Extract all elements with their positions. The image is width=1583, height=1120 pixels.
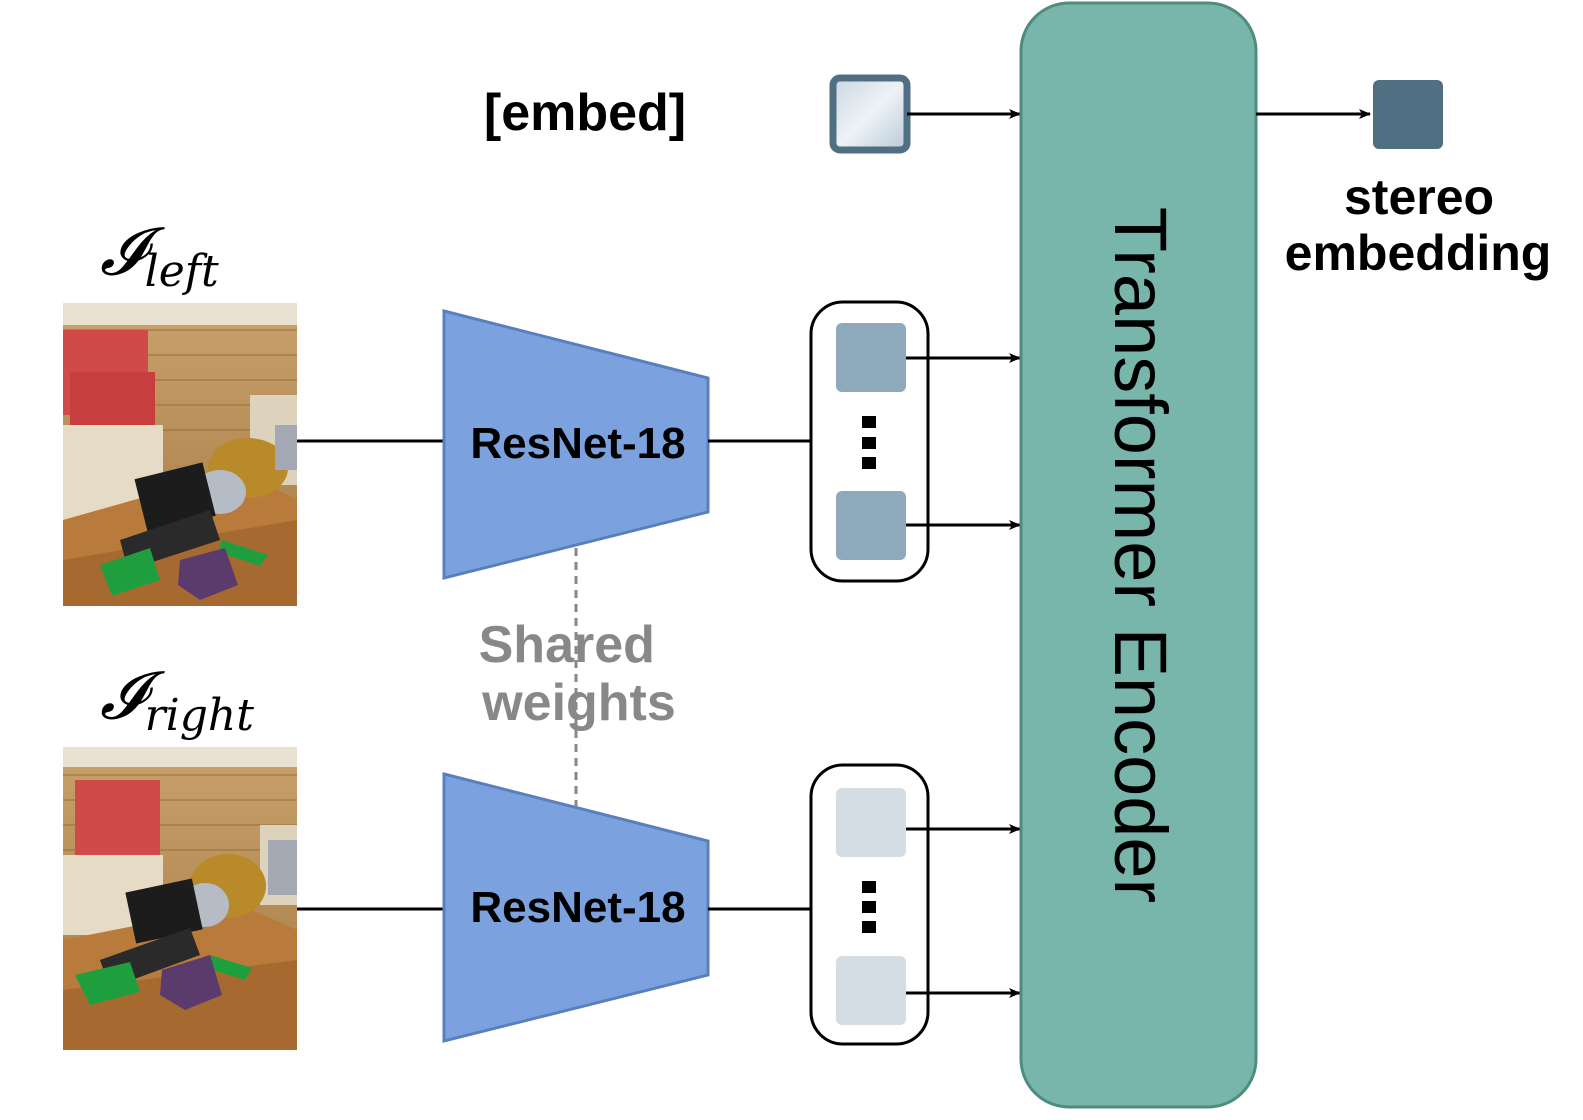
embed-token xyxy=(829,74,911,154)
left-camera-image xyxy=(63,303,297,606)
backbone-bottom xyxy=(442,772,710,1043)
left-image-label: 𝓘left xyxy=(100,213,219,297)
backbone-bottom-label: ResNet-18 xyxy=(470,883,685,932)
shared-weights-label: Shared weights xyxy=(479,616,676,732)
right-token-first xyxy=(836,788,906,857)
stereo-embedding-token xyxy=(1373,80,1443,149)
right-camera-image xyxy=(63,747,297,1050)
left-token-ellipsis xyxy=(862,416,876,469)
backbone-top xyxy=(442,309,710,580)
left-token-last xyxy=(836,491,906,560)
embed-token-label: [embed] xyxy=(484,84,686,142)
transformer-encoder-block xyxy=(1019,1,1258,1109)
stereo-embedding-label: stereo embedding xyxy=(1285,169,1552,281)
right-token-last xyxy=(836,956,906,1025)
left-token-group xyxy=(809,300,930,583)
right-image-label: 𝓘right xyxy=(100,657,254,741)
right-token-ellipsis xyxy=(862,881,876,933)
backbone-top-label: ResNet-18 xyxy=(470,419,685,468)
left-token-first xyxy=(836,323,906,392)
transformer-encoder-label: Transformer Encoder xyxy=(1099,207,1182,903)
right-token-group xyxy=(809,763,930,1046)
